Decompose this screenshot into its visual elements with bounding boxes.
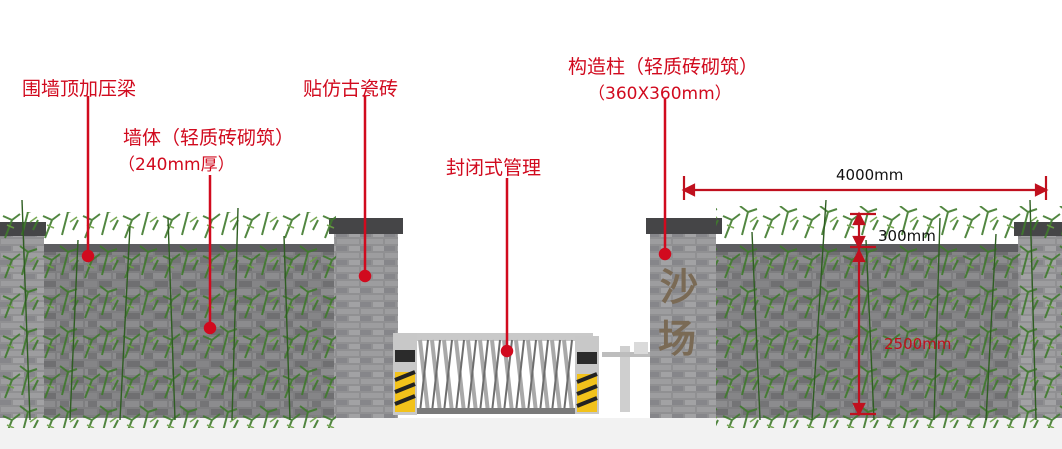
- leader-lines: [81, 96, 672, 358]
- label-column-size: （360X360mm）: [588, 84, 732, 104]
- label-wall-thickness: （240mm厚）: [118, 155, 235, 175]
- label-antique-tile: 贴仿古瓷砖: [303, 78, 399, 100]
- right-gate-column: [650, 232, 716, 418]
- dimension-lines: [681, 176, 1049, 417]
- bamboo-stems: [21, 199, 1037, 421]
- label-wall-body: 墙体（轻质砖砌筑）: [123, 127, 295, 149]
- sign-char-2: 场: [658, 317, 697, 361]
- label-column: 构造柱（轻质砖砌筑）: [568, 56, 759, 78]
- dim-coping-height: 300mm: [878, 227, 936, 245]
- label-gate: 封闭式管理: [446, 157, 542, 179]
- bamboo-right: [716, 206, 1062, 428]
- dim-wall-height: 2500mm: [884, 335, 952, 353]
- right-gate-column-cap: [646, 218, 722, 234]
- dim-span: 4000mm: [836, 166, 904, 184]
- retractable-gate: [393, 333, 652, 415]
- bamboo-left: [0, 212, 336, 428]
- sign-char-1: 沙: [660, 265, 699, 309]
- label-coping-beam: 围墙顶加压梁: [22, 78, 137, 100]
